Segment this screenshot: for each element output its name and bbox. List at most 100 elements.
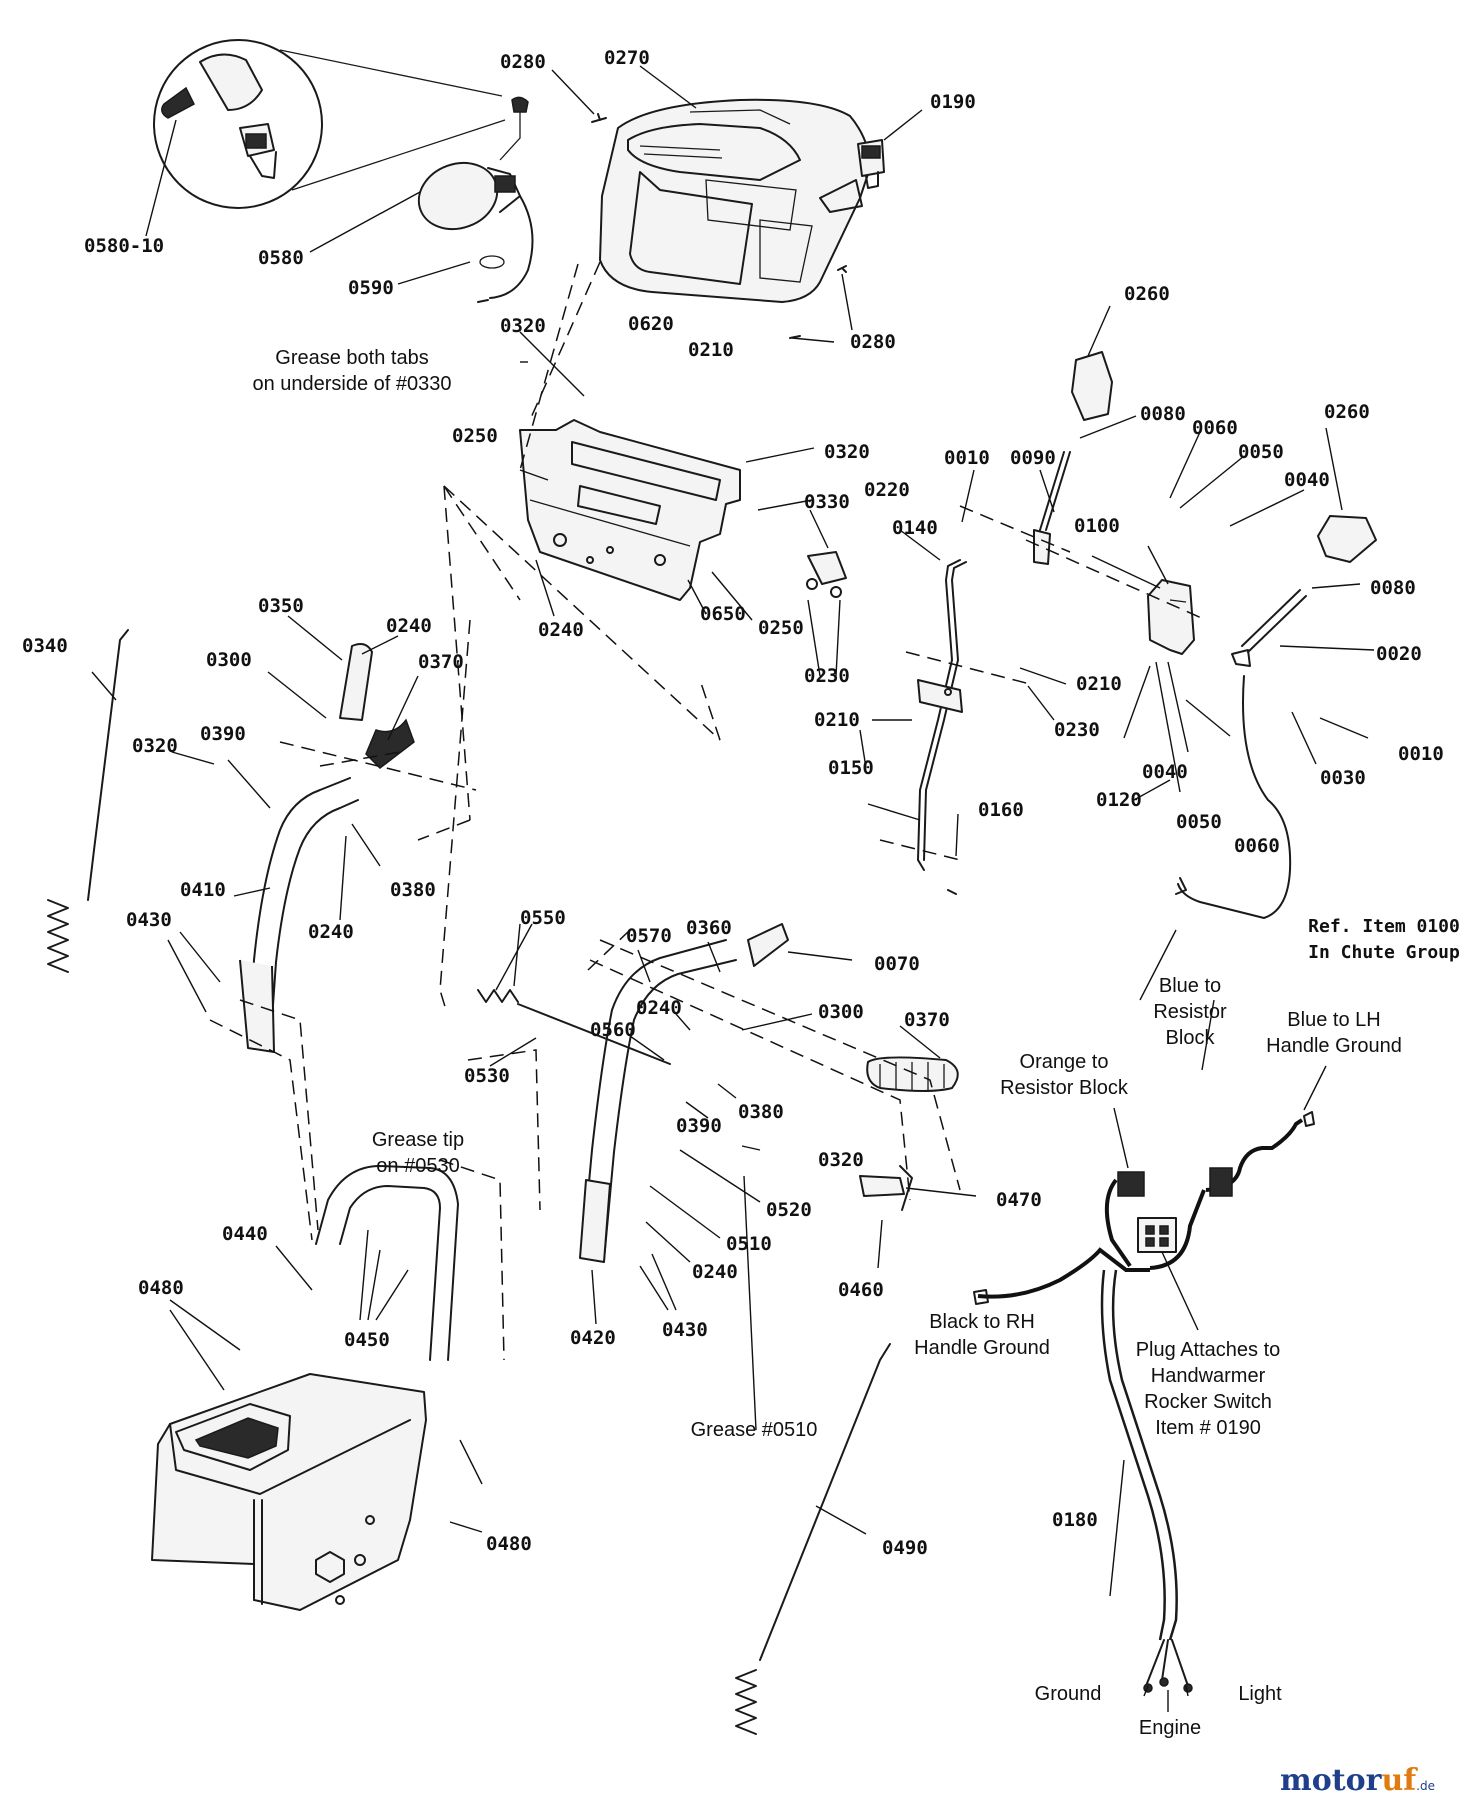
part-label-0240: 0240 [538,619,584,641]
part-label-0650: 0650 [700,603,746,625]
note-grease-tip-1: Grease tip [372,1129,464,1151]
lever-0530 [477,989,671,1065]
part-label-0320-c: 0320 [132,735,178,757]
part-label-0160: 0160 [978,799,1024,821]
part-label-0550: 0550 [520,907,566,929]
note-grease-0510: Grease #0510 [691,1419,818,1441]
part-label-0050-b: 0050 [1176,811,1222,833]
part-label-0270: 0270 [604,47,650,69]
part-label-0470: 0470 [996,1189,1042,1211]
note-blue-resistor-2: Resistor [1153,1001,1227,1023]
knob-right [1317,515,1377,563]
part-label-0010: 0010 [944,447,990,469]
part-label-0620: 0620 [628,313,674,335]
part-label-0250: 0250 [452,425,498,447]
part-label-0440: 0440 [222,1223,268,1245]
part-label-0080: 0080 [1140,403,1186,425]
part-label-0240-d: 0240 [636,997,682,1019]
annotations: Grease both tabs on underside of #0330 G… [252,347,1460,1739]
note-ground: Ground [1035,1683,1102,1705]
part-label-0510: 0510 [726,1233,772,1255]
note-blue-resistor-1: Blue to [1159,975,1221,997]
part-label-0230-b: 0230 [1054,719,1100,741]
part-label-0420: 0420 [570,1327,616,1349]
console-screws [591,113,847,339]
note-black-rh-1: Black to RH [929,1311,1035,1333]
part-label-0090: 0090 [1010,447,1056,469]
headlight-assembly [417,96,534,303]
part-label-0070: 0070 [874,953,920,975]
part-label-0030: 0030 [1320,767,1366,789]
left-handle [239,777,359,1053]
part-label-0240-e: 0240 [692,1261,738,1283]
note-blue-lh-2: Handle Ground [1266,1035,1402,1057]
watermark-suffix: .de [1416,1779,1435,1793]
note-plug-attaches-2: Handwarmer [1151,1365,1266,1387]
part-label-0060-b: 0060 [1234,835,1280,857]
note-plug-attaches-1: Plug Attaches to [1136,1339,1281,1361]
part-label-0490: 0490 [882,1537,928,1559]
chute-cable [1175,675,1292,919]
note-blue-lh-1: Blue to LH [1287,1009,1380,1031]
part-label-0580-10: 0580-10 [84,235,164,257]
part-label-0450: 0450 [344,1329,390,1351]
note-black-rh-2: Handle Ground [914,1337,1050,1359]
part-label-0330: 0330 [804,491,850,513]
svg-text:motoruf.de: motoruf.de [1280,1763,1435,1798]
part-label-0230: 0230 [804,665,850,687]
alignment-lines [209,261,1207,1361]
part-label-0020: 0020 [1376,643,1422,665]
part-label-0480-b: 0480 [486,1533,532,1555]
watermark-logo: motoruf.de [1280,1763,1435,1798]
part-label-0320: 0320 [500,315,546,337]
note-grease-tabs-1: Grease both tabs [275,347,428,369]
control-cable-0490 [735,1343,891,1735]
note-grease-tabs-2: on underside of #0330 [252,373,451,395]
grip-0370b [866,1056,959,1092]
part-label-0580: 0580 [258,247,304,269]
note-engine: Engine [1139,1717,1201,1739]
part-label-0320-d: 0320 [818,1149,864,1171]
handle-frame-0440 [315,1165,459,1361]
part-label-0380: 0380 [390,879,436,901]
frame-base [151,1373,427,1611]
part-label-0220: 0220 [864,479,910,501]
note-blue-resistor-3: Block [1166,1027,1216,1049]
part-label-0340: 0340 [22,635,68,657]
part-label-0040-b: 0040 [1142,761,1188,783]
part-label-0190: 0190 [930,91,976,113]
part-label-0120: 0120 [1096,789,1142,811]
part-label-0210-c: 0210 [814,709,860,731]
note-grease-tip-2: on #0530 [376,1155,459,1177]
grip-0070 [747,923,789,967]
part-label-0590: 0590 [348,277,394,299]
part-label-0250-b: 0250 [758,617,804,639]
part-label-0060: 0060 [1192,417,1238,439]
part-label-0260-b: 0260 [1324,401,1370,423]
part-label-0520: 0520 [766,1199,812,1221]
part-label-0180: 0180 [1052,1509,1098,1531]
watermark-part2: uf [1381,1763,1418,1798]
bracket [806,551,847,598]
note-ref-item-1: Ref. Item 0100 [1308,916,1460,937]
part-label-0010-b: 0010 [1398,743,1444,765]
part-label-0100: 0100 [1074,515,1120,537]
note-plug-attaches-3: Rocker Switch [1144,1391,1272,1413]
watermark-part1: motor [1280,1763,1383,1798]
part-label-0370: 0370 [418,651,464,673]
part-label-0260: 0260 [1124,283,1170,305]
spring-rod-0340 [47,629,129,973]
part-label-0390: 0390 [200,723,246,745]
part-label-0080-b: 0080 [1370,577,1416,599]
note-orange-resistor-2: Resistor Block [1000,1077,1129,1099]
part-label-0360: 0360 [686,917,732,939]
part-label-0380-b: 0380 [738,1101,784,1123]
part-label-0040: 0040 [1284,469,1330,491]
part-label-0240-b: 0240 [386,615,432,637]
grip-0370a [365,718,415,769]
dash-panel [519,419,741,601]
part-label-0370-b: 0370 [904,1009,950,1031]
part-label-0140: 0140 [892,517,938,539]
part-label-0530: 0530 [464,1065,510,1087]
